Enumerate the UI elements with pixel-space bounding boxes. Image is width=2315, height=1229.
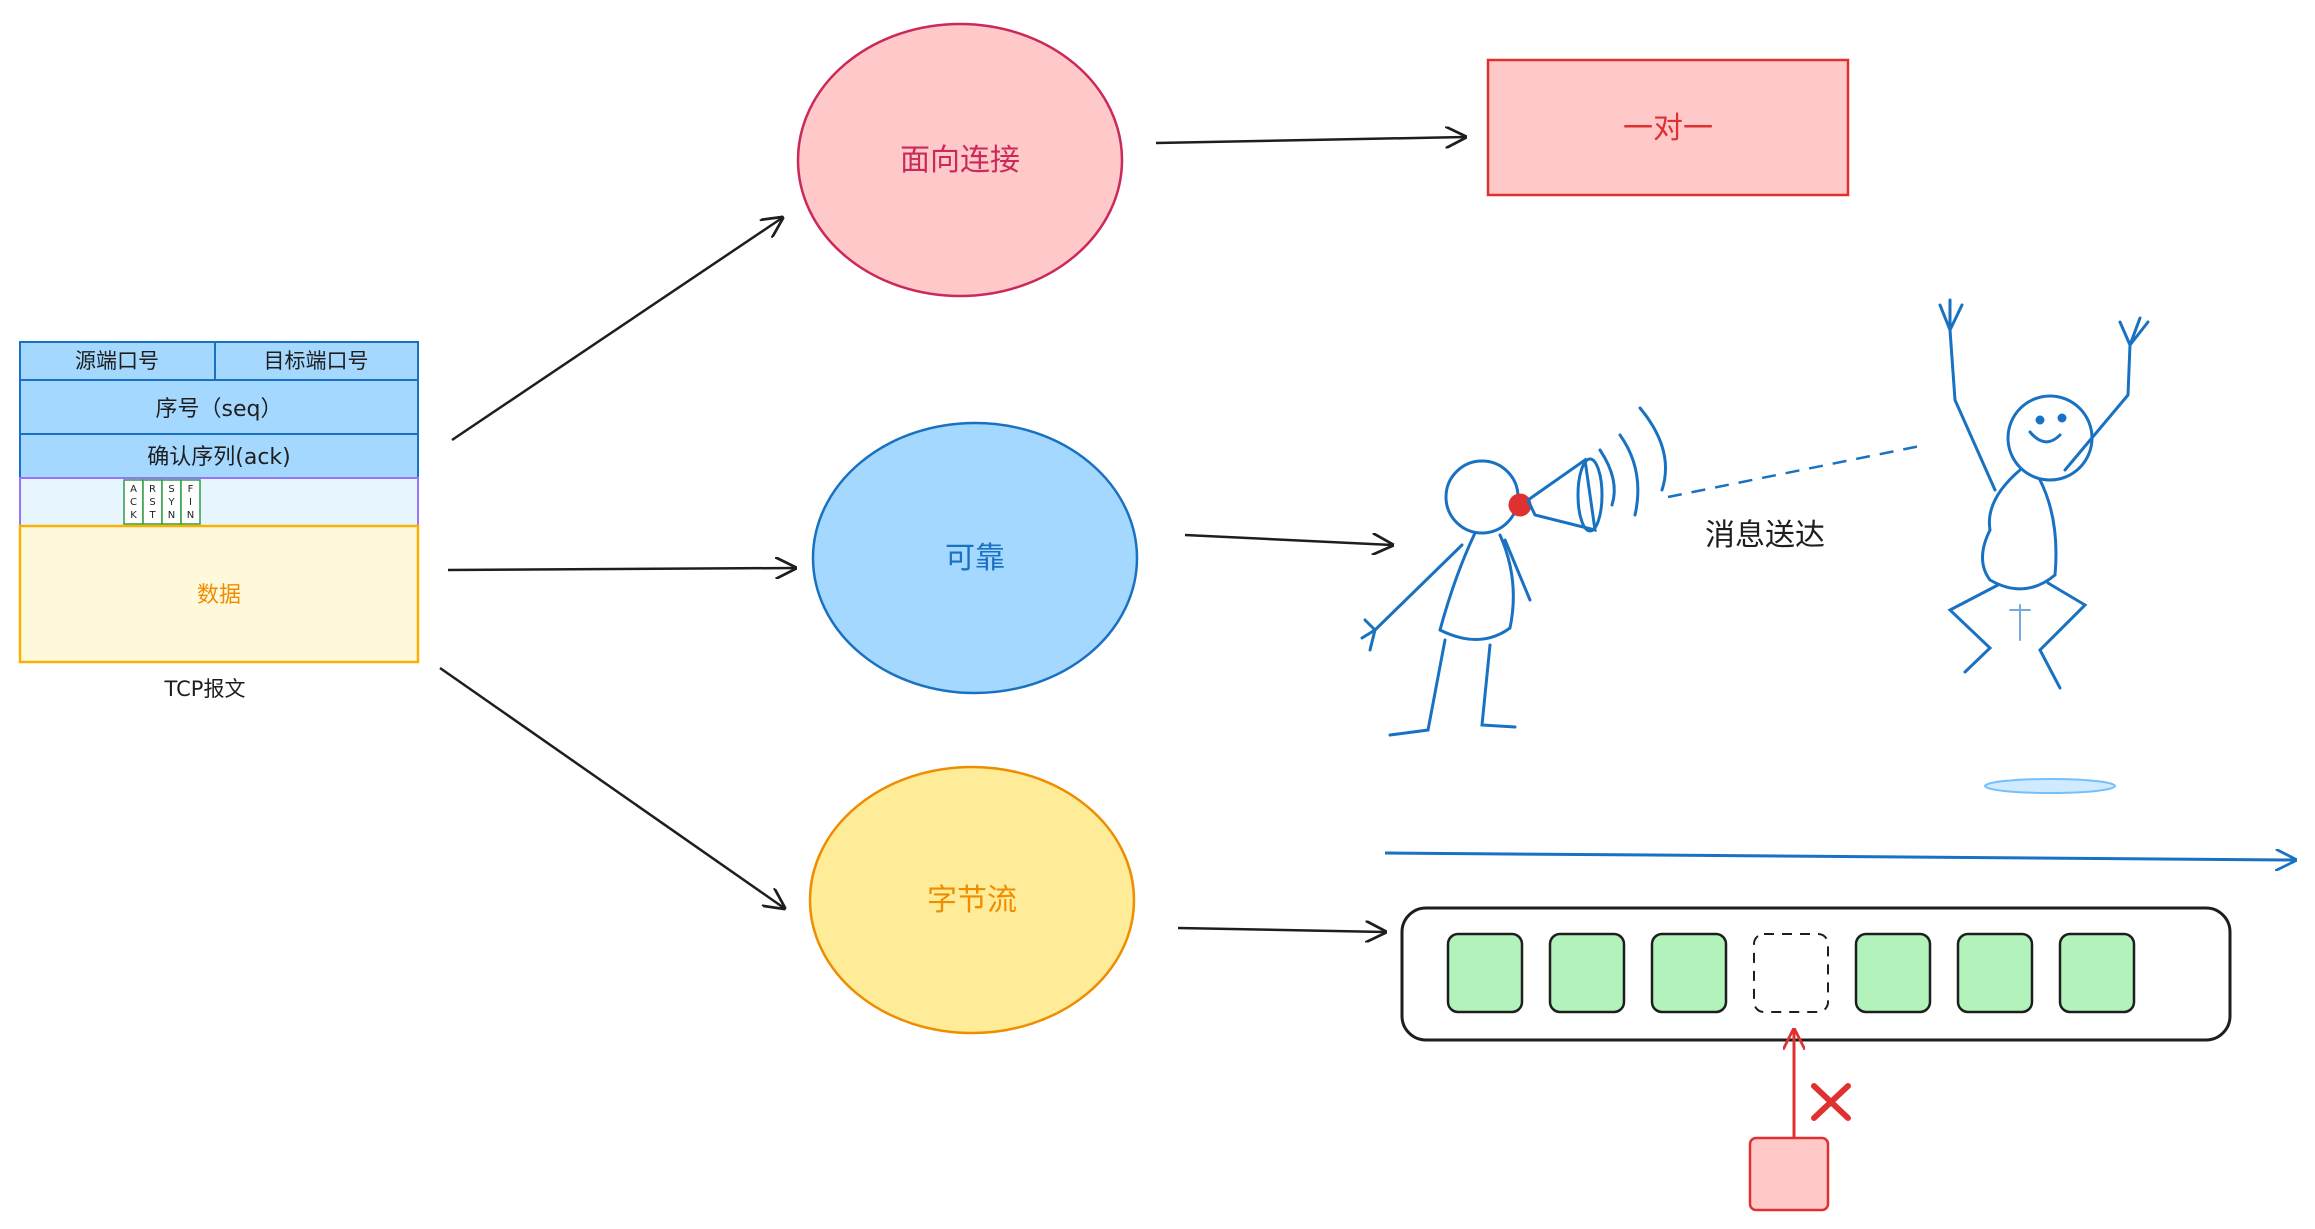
src-port-cell (19, 341, 216, 381)
bytestream-label: 字节流 (927, 883, 1017, 918)
flag-letter: I (189, 497, 192, 508)
receiver-shadow (1984, 778, 2116, 794)
flag-letter: S (149, 497, 155, 508)
cross-icon (1811, 1083, 1851, 1121)
src-port-label: 源端口号 (75, 349, 159, 373)
speaker-mouth (1508, 493, 1532, 517)
sound-wave-2 (1618, 433, 1640, 517)
megaphone-icon (1526, 457, 1597, 532)
byte-block (1650, 932, 1728, 1014)
missing-byte-slot (1753, 933, 1829, 1013)
speaker-left-arm (1360, 543, 1464, 652)
reliable-circle (811, 421, 1139, 695)
speaker-figure (1360, 406, 1667, 737)
one-to-one-box: 一对一 (1486, 58, 1850, 197)
arrow-to-bytestream-scene (1177, 928, 1385, 932)
message-dashed-line (1667, 443, 1926, 499)
seq-label: 序号（seq） (156, 397, 283, 422)
receiver-right-leg (2038, 581, 2088, 690)
flag-letter: N (187, 510, 194, 521)
receiver-head (2006, 394, 2094, 482)
stream-direction-arrow (1384, 853, 2295, 860)
arrow-to-reliable-scene (1184, 535, 1392, 545)
connection-label: 面向连接 (900, 143, 1020, 178)
speaker-right-leg (1480, 643, 1517, 729)
one-to-one-label: 一对一 (1623, 111, 1713, 146)
speaker-body (1438, 531, 1477, 632)
speaker-head (1444, 459, 1520, 535)
bytestream-circle (808, 765, 1136, 1035)
dst-port-label: 目标端口号 (264, 349, 369, 373)
arrow-to-connection (451, 218, 782, 442)
speaker-right-arm (1503, 538, 1532, 602)
rejected-insert (1748, 1030, 1851, 1212)
feature-reliable: 可靠 (811, 421, 1139, 695)
receiver-left-leg (1947, 583, 2000, 674)
flag-letter: C (130, 497, 137, 508)
data-cell (18, 524, 420, 664)
dst-port-cell (214, 341, 419, 381)
byte-block (1854, 932, 1932, 1014)
ack-cell (19, 433, 419, 479)
flag-letter: F (188, 484, 194, 495)
flags-row (19, 477, 419, 527)
arrow-to-reliable (447, 568, 795, 570)
rejected-block (1748, 1136, 1830, 1212)
byte-block (1446, 932, 1524, 1014)
sound-wave-3 (1638, 406, 1667, 492)
feature-bytestream: 字节流 (808, 765, 1136, 1035)
message-label: 消息送达 (1705, 518, 1825, 553)
data-label: 数据 (197, 583, 241, 608)
ack-label: 确认序列(ack) (147, 445, 290, 470)
sound-wave-1 (1598, 448, 1616, 507)
receiver-left-arm (1938, 298, 1997, 492)
byte-block (2058, 932, 2136, 1014)
arrow-to-bytestream (439, 666, 784, 908)
arrow-to-one-to-one (1155, 137, 1465, 143)
flag-letter: A (130, 484, 137, 495)
flag-letter: K (130, 510, 137, 521)
speaker-left-leg (1388, 638, 1447, 737)
flag-letter: T (148, 510, 156, 521)
feature-connection: 面向连接 (796, 22, 1124, 298)
flag-letter: N (168, 510, 175, 521)
packet-caption: TCP报文 (164, 677, 246, 701)
connection-circle (796, 22, 1124, 298)
flag-cell (180, 479, 201, 525)
byte-blocks (1446, 932, 2136, 1014)
flag-letter: R (149, 484, 156, 495)
byte-block (1548, 932, 1626, 1014)
flag-letter: S (168, 484, 174, 495)
receiver-figure (1938, 298, 2150, 690)
flag-letter: Y (167, 497, 175, 508)
seq-cell (19, 379, 419, 435)
byte-block (1956, 932, 2034, 1014)
receiver-body (1981, 468, 2058, 591)
reliable-label: 可靠 (945, 541, 1005, 576)
tcp-packet: 源端口号 目标端口号 序号（seq） 确认序列(ack) ACKRSTSYNFI… (18, 341, 420, 701)
receiver-right-arm (2063, 316, 2150, 472)
receiver-mouth (2028, 430, 2062, 444)
